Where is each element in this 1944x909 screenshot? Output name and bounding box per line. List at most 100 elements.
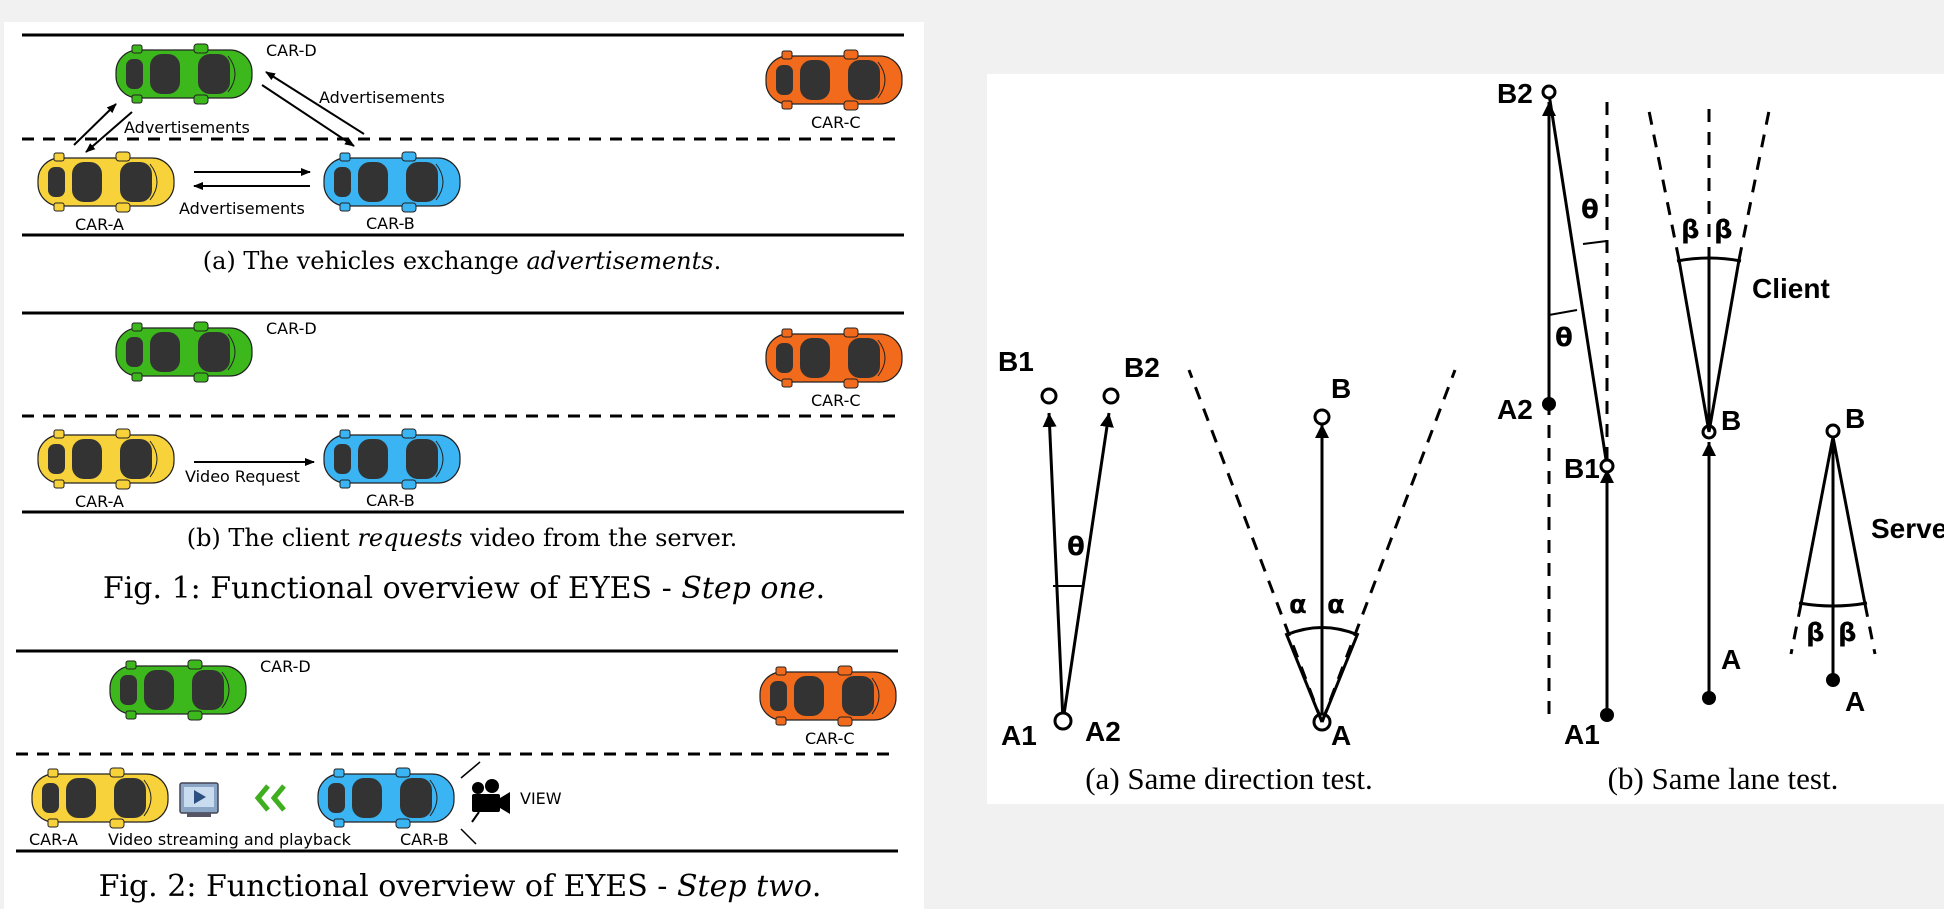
fig1a-adv-top: Advertisements <box>319 88 445 107</box>
fig1b-car-c-label: CAR-C <box>811 391 861 410</box>
right-figure-svg: B1 B2 A1 A2 θ α α B A (a) Same direction… <box>998 78 1944 796</box>
point-b <box>1313 408 1331 426</box>
point-b-server <box>1825 423 1841 439</box>
cone-right-edge <box>1320 369 1457 723</box>
camera-fov-bottom <box>460 828 477 845</box>
point-a1-a2 <box>1053 711 1073 731</box>
fig2-car-b <box>317 767 455 829</box>
label-a-client: A <box>1721 644 1741 675</box>
fig2-car-b-label: CAR-B <box>400 830 449 849</box>
fig1b-car-c <box>765 327 903 389</box>
left-figure-panel: CAR-D CAR-C CAR-A CAR-B Advertisements A… <box>4 22 924 909</box>
fig1a-arrow-b-to-d <box>265 71 365 135</box>
label-beta-client-right: β <box>1714 215 1733 245</box>
alpha-arc <box>1285 626 1359 637</box>
right-figure-panel: B1 B2 A1 A2 θ α α B A (a) Same direction… <box>987 74 1944 804</box>
label-alpha-left: α <box>1289 590 1307 620</box>
fig1a-car-b-label: CAR-B <box>366 214 415 233</box>
vector-a2-b2 <box>1061 412 1114 722</box>
theta-arc-bottom <box>1548 309 1578 316</box>
fig2-car-a-label: CAR-A <box>29 830 78 849</box>
point-b2-lane <box>1541 84 1557 100</box>
same-direction-diagram: B1 B2 A1 A2 θ α α B A (a) Same direction… <box>998 346 1457 796</box>
video-playback-icon <box>179 782 219 817</box>
label-a1: A1 <box>1001 720 1037 751</box>
fig1a-road <box>22 33 904 237</box>
cone-right-solid <box>1320 632 1360 723</box>
label-alpha-right: α <box>1327 590 1345 620</box>
stream-direction-chevron-icon <box>254 784 286 812</box>
camera-fov-top <box>460 761 481 779</box>
fig2-car-c-label: CAR-C <box>805 729 855 748</box>
label-beta-server-left: β <box>1806 618 1825 648</box>
point-a-client <box>1702 691 1716 705</box>
server-cone-right-dashed <box>1863 603 1877 655</box>
fig1a-adv-left: Advertisements <box>124 118 250 137</box>
fig2-caption: Fig. 2: Functional overview of EYES - St… <box>99 869 822 904</box>
label-a2-lane: A2 <box>1497 394 1533 425</box>
client-cone-right <box>1707 259 1741 433</box>
fig1a-arrow-a-to-d <box>73 103 117 146</box>
caption-same-lane: (b) Same lane test. <box>1608 761 1839 796</box>
fig1b-caption: (b) The client requests video from the s… <box>187 524 738 552</box>
client-cone-right-dashed <box>1737 105 1772 261</box>
fig1b-car-d-label: CAR-D <box>266 319 317 338</box>
fig1a-car-d-label: CAR-D <box>266 41 317 60</box>
fig1a-car-c <box>765 49 903 111</box>
fig1b-car-d <box>115 321 253 383</box>
point-b1 <box>1040 387 1058 405</box>
label-b1: B1 <box>998 346 1034 377</box>
caption-same-direction: (a) Same direction test. <box>1085 761 1373 796</box>
fig1a-car-a-label: CAR-A <box>75 215 124 234</box>
fig1a-car-d <box>115 43 253 105</box>
fig1b-car-a-label: CAR-A <box>75 492 124 511</box>
label-server: Server <box>1871 513 1944 544</box>
fig1-caption: Fig. 1: Functional overview of EYES - St… <box>103 571 825 606</box>
fig2-car-d-label: CAR-D <box>260 657 311 676</box>
fig1b-request-label: Video Request <box>185 467 300 486</box>
label-b-server: B <box>1845 403 1865 434</box>
server-cone-left <box>1799 436 1835 605</box>
fig2-road <box>16 649 898 853</box>
left-figure-svg: CAR-D CAR-C CAR-A CAR-B Advertisements A… <box>16 33 904 904</box>
fig1a-car-b <box>323 151 461 213</box>
server-cone-right <box>1831 436 1867 605</box>
point-b1-lane <box>1599 458 1615 474</box>
theta-arc-top <box>1582 240 1608 245</box>
fig2-view-label: VIEW <box>520 789 562 808</box>
client-cone-left <box>1677 259 1711 433</box>
label-b1-lane: B1 <box>1564 453 1600 484</box>
camera-icon <box>471 779 510 823</box>
label-beta-client-left: β <box>1681 215 1700 245</box>
label-b: B <box>1331 373 1351 404</box>
vector-b1-b2 <box>1547 93 1609 467</box>
fig1b-road <box>22 311 904 514</box>
server-cone-left-dashed <box>1789 603 1803 655</box>
same-lane-diagram: B2 A2 B1 A1 θ θ β β Client B A β β Serve… <box>1497 78 1944 796</box>
point-a-server <box>1826 673 1840 687</box>
label-beta-server-right: β <box>1838 618 1857 648</box>
point-b2 <box>1102 387 1120 405</box>
vector-a1-b1 <box>1042 412 1065 722</box>
fig2-car-d <box>109 659 247 721</box>
label-b2: B2 <box>1124 352 1160 383</box>
fig1a-car-c-label: CAR-C <box>811 113 861 132</box>
label-theta: θ <box>1067 532 1085 562</box>
fig1a-car-a <box>37 151 175 213</box>
label-a1-lane: A1 <box>1564 719 1600 750</box>
label-b-client: B <box>1721 405 1741 436</box>
fig1b-car-b <box>323 428 461 490</box>
fig2-streaming-label: Video streaming and playback <box>108 830 352 849</box>
fig1a-caption: (a) The vehicles exchange advertisements… <box>203 247 721 275</box>
point-a2-lane <box>1542 397 1556 411</box>
label-b2-lane: B2 <box>1497 78 1533 109</box>
label-a-server: A <box>1845 686 1865 717</box>
label-a2: A2 <box>1085 716 1121 747</box>
label-theta-top: θ <box>1581 195 1599 225</box>
point-a1-lane <box>1600 708 1614 722</box>
client-cone-left-dashed <box>1646 105 1681 261</box>
fig2-car-a <box>31 767 169 829</box>
fig1a-arrow-d-to-b <box>261 84 355 147</box>
cone-left-edge <box>1187 369 1324 723</box>
fig2-car-c <box>759 665 897 727</box>
